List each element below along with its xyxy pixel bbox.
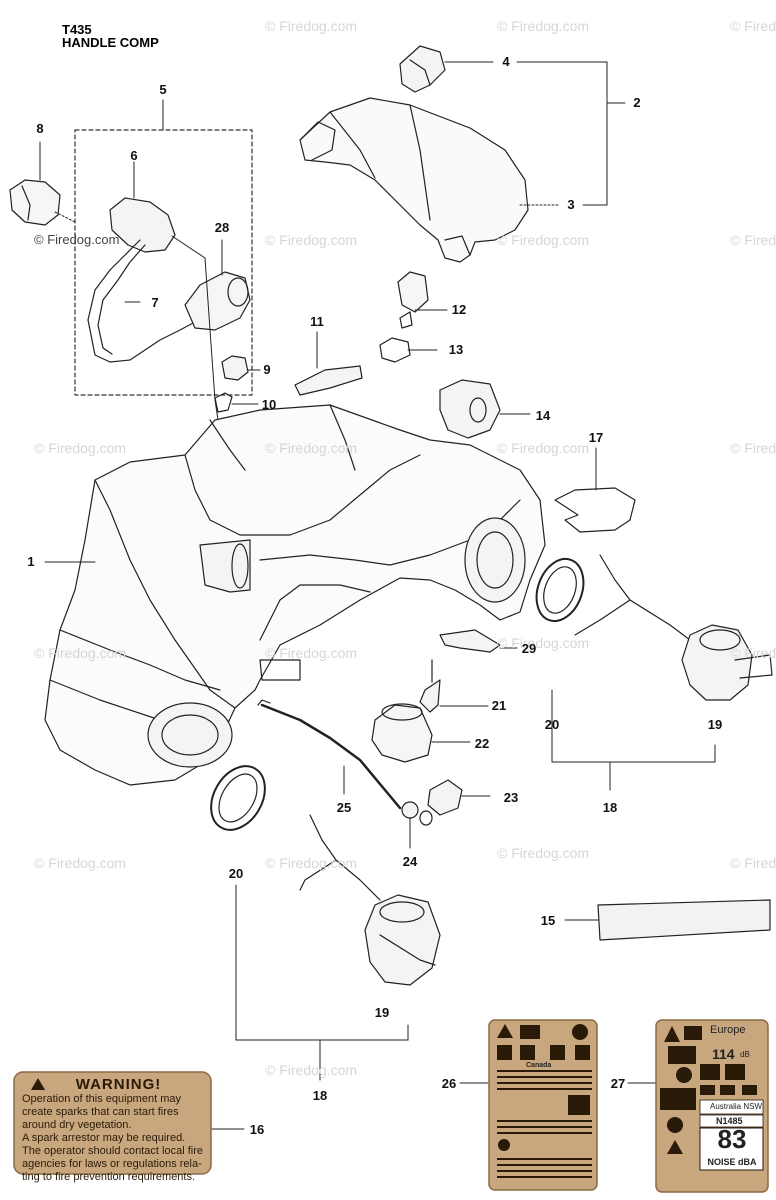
part-9	[221, 355, 249, 381]
kit-5-dashed-box	[74, 129, 253, 396]
part-17	[554, 487, 636, 533]
watermark: © Firedog.com	[265, 18, 358, 34]
callout-8: 8	[36, 121, 44, 136]
part-20-left	[210, 765, 266, 831]
part-28-filter	[184, 271, 251, 331]
watermark: © Firedog.com	[730, 645, 776, 661]
watermark: © Firedog.com	[730, 18, 776, 34]
callout-22: 22	[474, 736, 490, 751]
warning-line: around dry vegetation.	[22, 1119, 132, 1131]
watermark: © Firedog.com	[730, 232, 776, 248]
watermark: © Firedog.com	[730, 440, 776, 456]
callout-26: 26	[441, 1076, 457, 1091]
callout-2: 2	[633, 95, 641, 110]
decal-27-region: Europe	[710, 1024, 746, 1036]
watermark: © Firedog.com	[34, 232, 120, 247]
warning-text: Operation of this equipment may create s…	[22, 1093, 217, 1184]
part-25	[260, 703, 402, 810]
callout-14: 14	[535, 408, 551, 423]
decal-26	[488, 1019, 598, 1191]
part-19-right	[681, 624, 753, 701]
warning-line: create sparks that can start fires	[22, 1106, 179, 1118]
decal-26-country: Canada	[526, 1062, 552, 1069]
part-21	[419, 679, 441, 713]
watermark: © Firedog.com	[497, 440, 590, 456]
warning-decal-16	[13, 1071, 212, 1175]
section-title: HANDLE COMP	[62, 35, 159, 50]
decal-27-noise-label: NOISE dBA	[707, 1157, 757, 1167]
part-15-label	[597, 899, 771, 941]
callout-13: 13	[448, 342, 464, 357]
part-13	[379, 337, 411, 363]
callout-19: 19	[374, 1005, 390, 1020]
watermark: © Firedog.com	[34, 645, 127, 661]
callout-27: 27	[610, 1076, 626, 1091]
callout-29: 29	[521, 641, 537, 656]
callout-10: 10	[261, 397, 277, 412]
callout-21: 21	[491, 698, 507, 713]
watermark: © Firedog.com	[265, 855, 358, 871]
watermark: © Firedog.com	[265, 645, 358, 661]
watermark: © Firedog.com	[34, 855, 127, 871]
part-12	[397, 271, 429, 313]
callout-7: 7	[151, 295, 159, 310]
callout-5: 5	[159, 82, 167, 97]
warning-line: Operation of this equipment may	[22, 1093, 181, 1105]
part-20-right	[535, 558, 585, 622]
callout-1: 1	[27, 554, 35, 569]
watermark: © Firedog.com	[265, 232, 358, 248]
callout-19: 19	[707, 717, 723, 732]
part-8	[9, 179, 61, 226]
callout-20: 20	[544, 717, 560, 732]
callout-25: 25	[336, 800, 352, 815]
watermark: © Firedog.com	[497, 635, 590, 651]
part-22	[371, 704, 433, 763]
warning-title: WARNING!	[75, 1076, 162, 1093]
callout-6: 6	[130, 148, 138, 163]
watermark: © Firedog.com	[497, 845, 590, 861]
callout-16: 16	[249, 1122, 265, 1137]
warning-line: ting to fire prevention requirements.	[22, 1171, 196, 1183]
part-11	[294, 365, 363, 396]
part-6	[109, 197, 176, 253]
callout-17: 17	[588, 430, 604, 445]
warning-line: A spark arrestor may be required.	[22, 1132, 186, 1144]
callout-4: 4	[502, 54, 510, 69]
callout-15: 15	[540, 913, 556, 928]
callout-11: 11	[310, 314, 324, 329]
callout-20: 20	[228, 866, 244, 881]
decal-27-sound-power: 114	[712, 1046, 735, 1062]
callout-18: 18	[312, 1088, 328, 1103]
part-top-cover	[299, 97, 529, 263]
part-29	[439, 629, 501, 653]
callout-28: 28	[214, 220, 230, 235]
part-main-body	[44, 404, 546, 786]
warning-line: agencies for laws or regulations rela-	[22, 1158, 202, 1170]
part-10	[214, 392, 233, 413]
callout-9: 9	[263, 362, 271, 377]
callout-23: 23	[503, 790, 519, 805]
callout-18: 18	[602, 800, 618, 815]
part-24	[401, 801, 419, 819]
part-19-left	[364, 894, 441, 986]
model-title: T435	[62, 22, 92, 37]
watermark: © Firedog.com	[730, 855, 776, 871]
callout-3: 3	[567, 197, 575, 212]
watermark: © Firedog.com	[265, 1062, 358, 1078]
warning-line: The operator should contact local fire	[22, 1145, 203, 1157]
watermark: © Firedog.com	[34, 440, 127, 456]
watermark: © Firedog.com	[497, 18, 590, 34]
decal-27-approval-region: Australia NSW	[710, 1102, 763, 1111]
callout-24: 24	[402, 854, 418, 869]
decal-27-noise-value: 83	[717, 1124, 747, 1154]
watermark: © Firedog.com	[265, 440, 358, 456]
decal-27-approval: N1485	[716, 1116, 743, 1126]
watermark: © Firedog.com	[497, 232, 590, 248]
part-23	[427, 779, 463, 816]
callout-12: 12	[451, 302, 467, 317]
decal-27-db-unit: dB	[740, 1050, 750, 1059]
